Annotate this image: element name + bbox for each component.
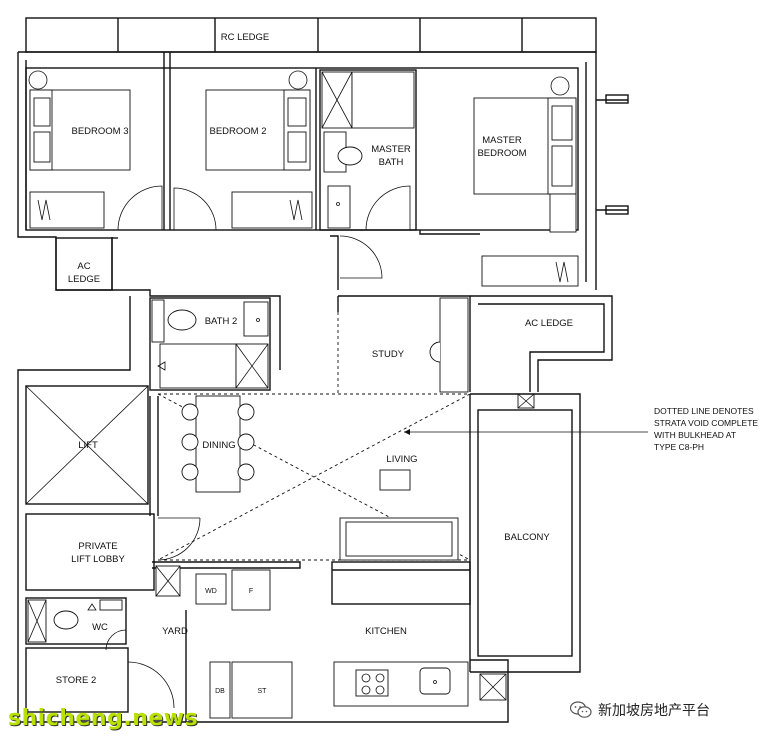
ac-ledge-right: AC LEDGE — [470, 295, 613, 409]
private-lift-lobby: PRIVATE LIFT LOBBY — [25, 513, 201, 591]
study-label: STUDY — [372, 349, 405, 360]
bedroom-3: BEDROOM 3 — [28, 52, 171, 231]
living-label: LIVING — [386, 454, 417, 465]
wechat-account: 新加坡房地产平台 — [570, 700, 710, 720]
balcony-label: BALCONY — [504, 532, 550, 543]
note-line-2: STRATA VOID COMPLETE — [654, 418, 758, 428]
master-bath: MASTER BATH — [319, 69, 417, 231]
bedroom-3-label: BEDROOM 3 — [71, 126, 128, 137]
living-dining: DINING LIVING — [157, 393, 471, 561]
master-bedroom-label-1: MASTER — [482, 135, 522, 146]
fridge-label: F — [249, 588, 253, 595]
outer-walls — [17, 51, 629, 291]
store-2-label: STORE 2 — [56, 675, 96, 686]
master-bedroom-label-2: BEDROOM — [477, 148, 526, 159]
note-line-3: WITH BULKHEAD AT — [654, 430, 736, 440]
wechat-account-name: 新加坡房地产平台 — [598, 703, 710, 719]
bath-2-label: BATH 2 — [205, 316, 238, 327]
master-bedroom: MASTER BEDROOM — [419, 76, 579, 287]
lobby-label-2: LIFT LOBBY — [71, 554, 125, 565]
yard-label: YARD — [162, 626, 188, 637]
bedroom-2-label: BEDROOM 2 — [209, 126, 266, 137]
wc-label: WC — [92, 622, 108, 633]
note-line-4: TYPE C8-PH — [654, 442, 704, 452]
st-label: ST — [258, 688, 268, 695]
lift: LIFT — [17, 296, 186, 723]
note-line-1: DOTTED LINE DENOTES — [654, 406, 754, 416]
ac-ledge-left: AC LEDGE — [55, 235, 383, 370]
master-bath-label-1: MASTER — [371, 144, 411, 155]
balcony: BALCONY — [469, 393, 581, 701]
watermark: shicheng.news — [8, 706, 199, 731]
kitchen-label: KITCHEN — [365, 626, 407, 637]
bath-2: BATH 2 — [149, 297, 271, 391]
ac-ledge-left-label-1: AC — [77, 261, 90, 272]
ac-ledge-left-label-2: LEDGE — [68, 274, 100, 285]
lift-label: LIFT — [78, 440, 98, 451]
store-2: STORE 2 — [25, 647, 175, 713]
ac-ledge-right-label: AC LEDGE — [525, 318, 573, 329]
wd-label: WD — [205, 588, 217, 595]
dining-label: DINING — [202, 440, 235, 451]
wc: WC — [25, 597, 127, 651]
bedroom-2: BEDROOM 2 — [173, 68, 317, 231]
wechat-icon — [570, 701, 592, 718]
rc-ledge-label: RC LEDGE — [221, 32, 270, 43]
kitchen-yard: WD F DB ST YARD KITCHEN — [152, 561, 509, 723]
study: STUDY — [337, 295, 471, 394]
rc-ledge — [25, 17, 597, 53]
db-label: DB — [215, 688, 225, 695]
lobby-label-1: PRIVATE — [78, 541, 117, 552]
master-bath-label-2: BATH — [379, 157, 404, 168]
strata-void-note: DOTTED LINE DENOTES STRATA VOID COMPLETE… — [404, 406, 758, 452]
